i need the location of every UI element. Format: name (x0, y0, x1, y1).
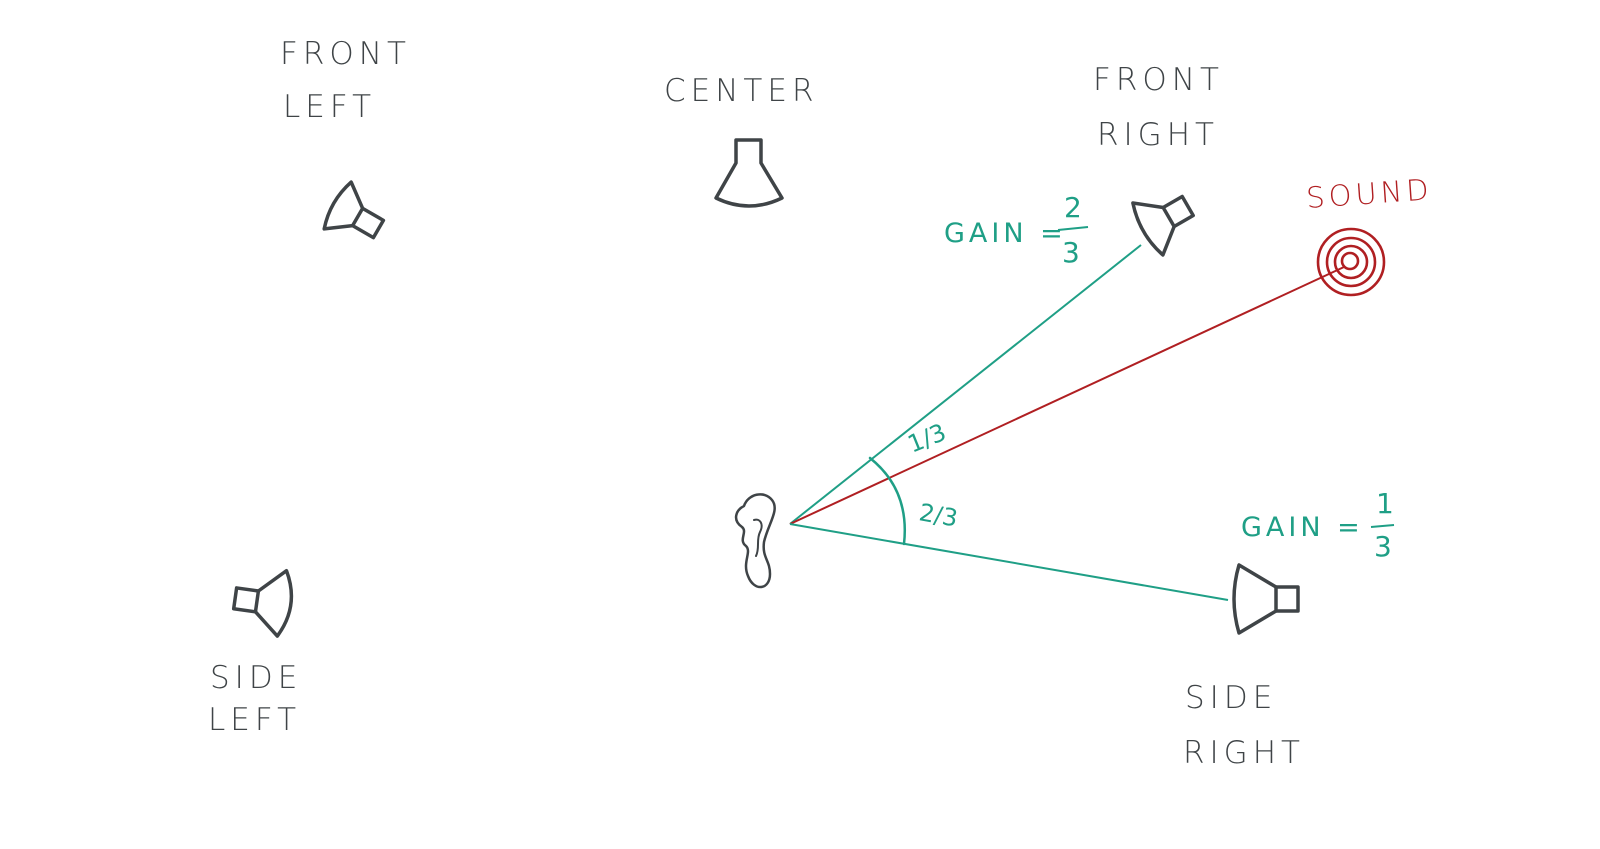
side-right-label-line2: RIGHT (1183, 735, 1305, 771)
speaker-icon-center (714, 138, 784, 208)
front-left-label-line1: FRONT (280, 36, 411, 72)
angle-arc (868, 456, 906, 546)
center-label-line1: CENTER (664, 73, 818, 109)
side-right-label: SIDE RIGHT (1183, 680, 1305, 771)
ear-icon (734, 493, 776, 589)
front-right-label-line1: FRONT (1093, 62, 1224, 98)
gain-side-right-fraction-bar (1370, 524, 1395, 528)
line-to-sound (789, 266, 1345, 525)
center-label: CENTER (664, 73, 818, 109)
gain-front-right-denominator: 3 (1062, 236, 1080, 269)
gain-front-right-prefix: GAIN = (944, 218, 1067, 249)
gain-side-right: GAIN = 1 3 (1241, 487, 1395, 563)
side-left-label-line1: SIDE (210, 660, 302, 696)
side-left-label: SIDE LEFT (208, 660, 302, 738)
gain-front-right: GAIN = 2 3 (944, 191, 1089, 269)
gain-front-right-numerator: 2 (1064, 191, 1082, 224)
line-to-front-right (789, 244, 1142, 525)
speaker-icon-side-left (231, 568, 294, 638)
side-left-label-line2: LEFT (208, 702, 301, 738)
side-right-label-line1: SIDE (1185, 680, 1277, 716)
gain-side-right-denominator: 3 (1374, 530, 1392, 563)
sound-source-icon (1316, 227, 1386, 297)
front-right-label: FRONT RIGHT (1093, 62, 1224, 153)
front-right-label-line2: RIGHT (1097, 117, 1219, 153)
line-to-side-right (789, 523, 1229, 601)
angle-label-lower: 2/3 (917, 498, 960, 532)
speaker-icon-side-right (1232, 563, 1300, 635)
gain-side-right-prefix: GAIN = (1241, 512, 1364, 543)
front-left-label: FRONT LEFT (280, 36, 411, 125)
gain-front-right-fraction-bar (1057, 226, 1089, 231)
speaker-icon-front-left (322, 180, 386, 240)
panning-lines (789, 244, 1345, 601)
gain-side-right-numerator: 1 (1376, 487, 1394, 520)
front-left-label-line2: LEFT (283, 89, 376, 125)
sound-label: SOUND (1305, 172, 1434, 215)
speaker-icon-front-right (1131, 194, 1195, 257)
